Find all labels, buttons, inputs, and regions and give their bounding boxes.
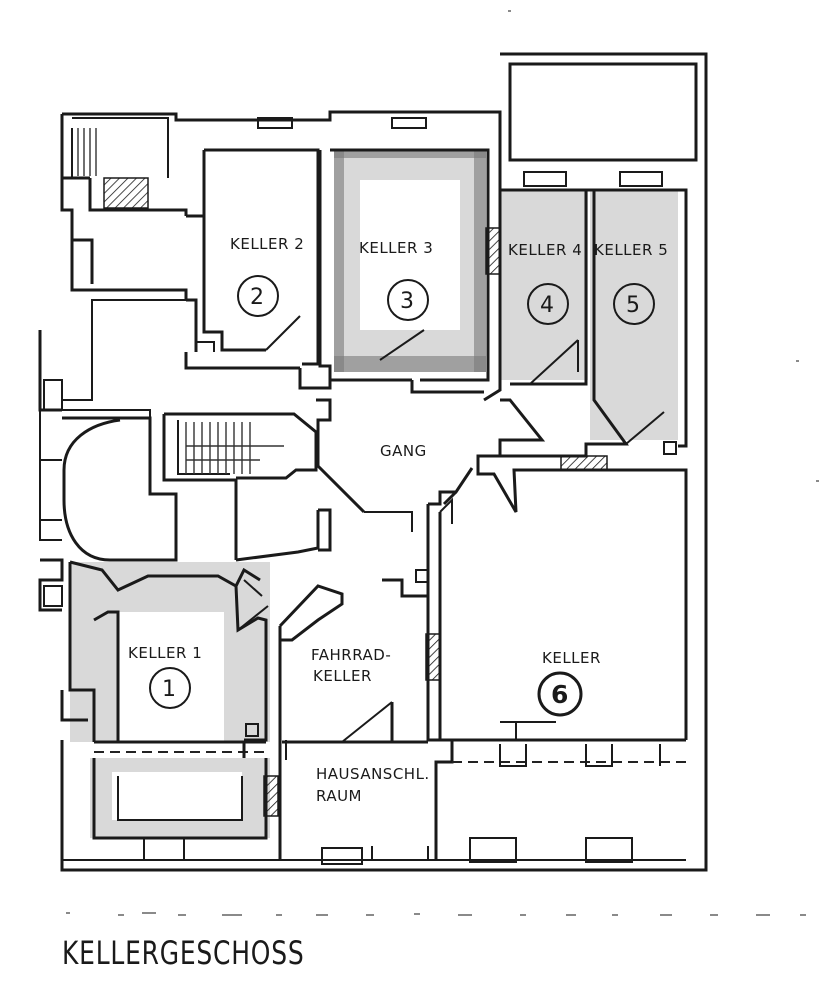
keller1-label: KELLER 1 [128, 644, 202, 662]
room-numbers [149, 275, 655, 717]
keller1-number-circle [149, 667, 191, 709]
fahrrad-label-line2: KELLER [313, 667, 372, 685]
keller3-label: KELLER 3 [359, 239, 433, 257]
interior-walls [39, 148, 688, 860]
keller6-number-circle [537, 671, 583, 717]
keller4-label: KELLER 4 [508, 241, 582, 259]
keller5-number: 5 [626, 293, 640, 318]
keller3-number-circle [387, 279, 429, 321]
keller2-number-circle [237, 275, 279, 317]
fahrrad-label-line1: FAHRRAD- [311, 646, 391, 664]
keller3-number: 3 [400, 289, 414, 314]
hatched-wall [560, 455, 608, 471]
hausanschluss-label-line2: RAUM [316, 787, 362, 805]
keller6-number: 6 [551, 680, 568, 709]
hausanschluss-label-line1: HAUSANSCHL. [316, 765, 430, 783]
gang-label: GANG [380, 442, 427, 460]
keller3-shading [334, 150, 486, 372]
keller5-number-circle [613, 283, 655, 325]
keller5-shading [590, 190, 678, 440]
keller5-label: KELLER 5 [594, 241, 668, 259]
keller4-number-circle [527, 283, 569, 325]
page-title: KELLERGESCHOSS [62, 934, 305, 972]
keller4-number: 4 [540, 293, 554, 318]
keller6-label: KELLER [542, 649, 601, 667]
keller2-label: KELLER 2 [230, 235, 304, 253]
keller2-number: 2 [250, 285, 264, 310]
scan-noise [66, 10, 819, 916]
hatched-wall [103, 177, 149, 209]
outer-walls [38, 52, 708, 872]
keller1-number: 1 [162, 677, 176, 702]
